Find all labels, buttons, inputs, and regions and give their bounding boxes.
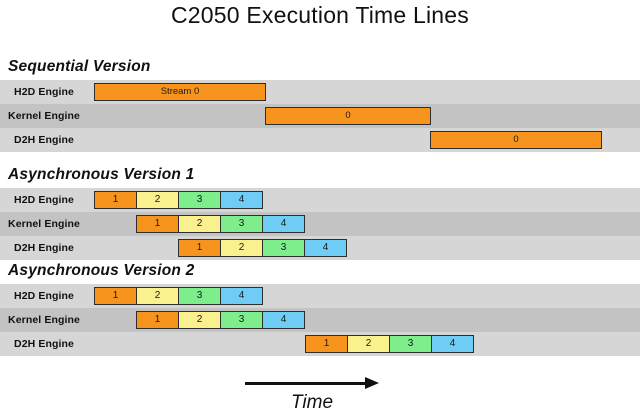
engine-row-track: 0	[0, 128, 640, 152]
timeline-block[interactable]: 4	[431, 335, 474, 353]
timeline-block[interactable]: 1	[94, 191, 137, 209]
engine-row-track: Stream 0	[0, 80, 640, 104]
timeline-block[interactable]: Stream 0	[94, 83, 266, 101]
timeline-block[interactable]: 3	[178, 191, 221, 209]
engine-row: D2H Engine 0	[0, 128, 640, 152]
timeline-block[interactable]: 0	[265, 107, 431, 125]
timeline-block[interactable]: 1	[136, 215, 179, 233]
section-heading: Asynchronous Version 1	[8, 166, 195, 183]
engine-row: H2D Engine Stream 0	[0, 80, 640, 104]
time-arrow-head-icon	[365, 377, 379, 389]
time-arrow-line	[245, 382, 367, 385]
engine-row-label: H2D Engine	[14, 194, 74, 206]
timeline-block[interactable]: 4	[220, 287, 263, 305]
timeline-block[interactable]: 1	[178, 239, 221, 257]
section-heading: Sequential Version	[8, 58, 151, 75]
timeline-block[interactable]: 3	[262, 239, 305, 257]
timeline-block[interactable]: 4	[220, 191, 263, 209]
engine-row-label: Kernel Engine	[8, 218, 80, 230]
engine-row-label: Kernel Engine	[8, 314, 80, 326]
timeline-block[interactable]: 0	[430, 131, 602, 149]
timeline-block[interactable]: 4	[262, 311, 305, 329]
engine-row-label: Kernel Engine	[8, 110, 80, 122]
timeline-block[interactable]: 1	[305, 335, 348, 353]
engine-row-label: H2D Engine	[14, 86, 74, 98]
engine-row-label: D2H Engine	[14, 338, 74, 350]
timeline-block[interactable]: 2	[178, 311, 221, 329]
page-title: C2050 Execution Time Lines	[171, 2, 469, 28]
timeline-block[interactable]: 2	[178, 215, 221, 233]
section-heading: Asynchronous Version 2	[8, 262, 195, 279]
engine-row: Kernel Engine 0	[0, 104, 640, 128]
timeline-block[interactable]: 2	[136, 287, 179, 305]
timeline-block[interactable]: 3	[178, 287, 221, 305]
timeline-block[interactable]: 2	[136, 191, 179, 209]
engine-row-track: 0	[0, 104, 640, 128]
timeline-block[interactable]: 2	[220, 239, 263, 257]
timeline-block[interactable]: 2	[347, 335, 390, 353]
timeline-block[interactable]: 4	[304, 239, 347, 257]
engine-row-label: D2H Engine	[14, 134, 74, 146]
timeline-block[interactable]: 3	[389, 335, 432, 353]
timeline-block[interactable]: 4	[262, 215, 305, 233]
time-axis: Time	[0, 370, 640, 418]
timeline-block[interactable]: 1	[136, 311, 179, 329]
time-axis-label: Time	[290, 392, 334, 413]
engine-row-label: H2D Engine	[14, 290, 74, 302]
timeline-block[interactable]: 3	[220, 311, 263, 329]
timeline-block[interactable]: 1	[94, 287, 137, 305]
engine-row-label: D2H Engine	[14, 242, 74, 254]
timeline-block[interactable]: 3	[220, 215, 263, 233]
